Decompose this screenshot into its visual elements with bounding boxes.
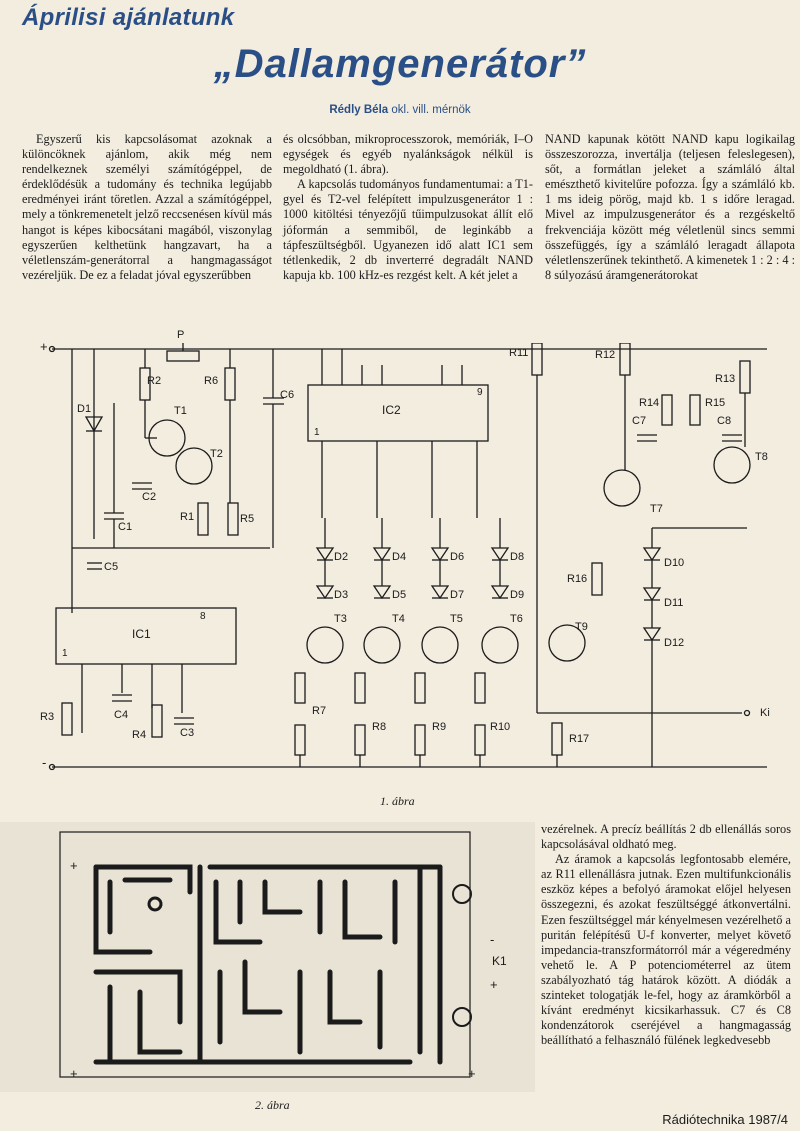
label-t6: T6 [510,613,523,625]
label-t1: T1 [174,405,187,417]
label-ic1: IC1 [132,627,151,641]
label-c8: C8 [717,415,732,427]
label-t9: T9 [575,621,588,633]
label-d1: D1 [77,403,92,415]
label-c2: C2 [142,491,157,503]
label-ic2-pin9: 9 [477,387,483,398]
pcb-minus: - [490,932,495,947]
article-column-1: Egyszerű kis kapcsolásomat azoknak a kül… [22,132,272,283]
label-d4: D4 [392,551,407,563]
pcb-plus-top-left: + [70,858,78,873]
author-title: okl. vill. mérnök [391,104,471,116]
label-c4: C4 [114,709,129,721]
pcb-figure: + - K1 + + + [0,822,535,1092]
label-c3: C3 [180,727,195,739]
label-r7: R7 [312,705,327,717]
author-name: Rédly Béla [329,104,389,116]
label-t3: T3 [334,613,347,625]
label-d6: D6 [450,551,465,563]
pcb-plus-right: + [490,977,498,992]
label-d7: D7 [450,589,465,601]
label-r5: R5 [240,513,255,525]
label-p: P [177,329,185,341]
label-d12: D12 [664,637,685,649]
label-output: Ki [760,707,770,719]
label-d10: D10 [664,557,685,569]
label-r8: R8 [372,721,387,733]
pcb-drawing [59,831,472,1078]
label-d11: D11 [664,597,684,609]
label-d5: D5 [392,589,407,601]
label-r1: R1 [180,511,195,523]
paragraph: A kapcsolás tudományos fundamentumai: a … [283,177,533,282]
label-t8: T8 [755,451,768,463]
label-r11: R11 [509,347,529,359]
label-d8: D8 [510,551,525,563]
label-r10: R10 [490,721,511,733]
label-r17: R17 [569,733,590,745]
label-c6: C6 [280,389,295,401]
label-ic2-pin1: 1 [314,427,320,438]
label-r13: R13 [715,373,736,385]
article-column-3: NAND kapunak kötött NAND kapu logikailag… [545,132,795,283]
journal-footer: Rádiótechnika 1987/4 [662,1112,788,1127]
pcb-plus-bottom-right: + [468,1066,476,1081]
label-d9: D9 [510,589,525,601]
label-r12: R12 [595,349,616,361]
label-r15: R15 [705,397,726,409]
label-t5: T5 [450,613,463,625]
label-ic2: IC2 [382,403,401,417]
label-t7: T7 [650,503,663,515]
paragraph: vezérelnek. A precíz beállítás 2 db elle… [541,822,791,852]
article-title: „Dallamgenerátor” [213,42,587,86]
label-ic1-pin1: 1 [62,648,68,659]
paragraph: Egyszerű kis kapcsolásomat azoknak a kül… [22,132,272,282]
pcb-plus-bottom-left: + [70,1066,78,1081]
label-r4: R4 [132,729,147,741]
label-ic1-pin8: 8 [200,611,206,622]
label-r6: R6 [204,375,219,387]
label-c5: C5 [104,561,119,573]
paragraph: Az áramok a kapcsolás legfontosabb elemé… [541,852,791,1048]
label-t4: T4 [392,613,405,625]
label-t2: T2 [210,448,223,460]
paragraph: és olcsóbban, mikroprocesszorok, memóriá… [283,132,533,177]
article-column-4: vezérelnek. A precíz beállítás 2 db elle… [541,822,791,1092]
label-c7: C7 [632,415,647,427]
pcb-k1: K1 [492,954,507,968]
figure-1-caption: 1. ábra [380,794,415,808]
label-minus-rail: - [42,755,47,770]
label-c1: C1 [118,521,133,533]
section-kicker: Áprilisi ajánlatunk [22,4,235,31]
label-d2: D2 [334,551,349,563]
label-d3: D3 [334,589,349,601]
article-column-2: és olcsóbban, mikroprocesszorok, memóriá… [283,132,533,283]
label-r2: R2 [147,375,162,387]
label-plus-rail: + [40,339,48,354]
schematic-figure: P R2 R6 T1 T2 D1 C2 C1 R1 R5 C5 C6 IC2 9… [22,329,792,783]
byline: Rédly Béla okl. vill. mérnök [0,104,800,116]
label-r14: R14 [639,397,660,409]
schematic-drawing [48,343,767,771]
label-r3: R3 [40,711,55,723]
figure-2-caption: 2. ábra [255,1098,290,1112]
label-r16: R16 [567,573,588,585]
label-r9: R9 [432,721,447,733]
paragraph: NAND kapunak kötött NAND kapu logikailag… [545,132,795,282]
